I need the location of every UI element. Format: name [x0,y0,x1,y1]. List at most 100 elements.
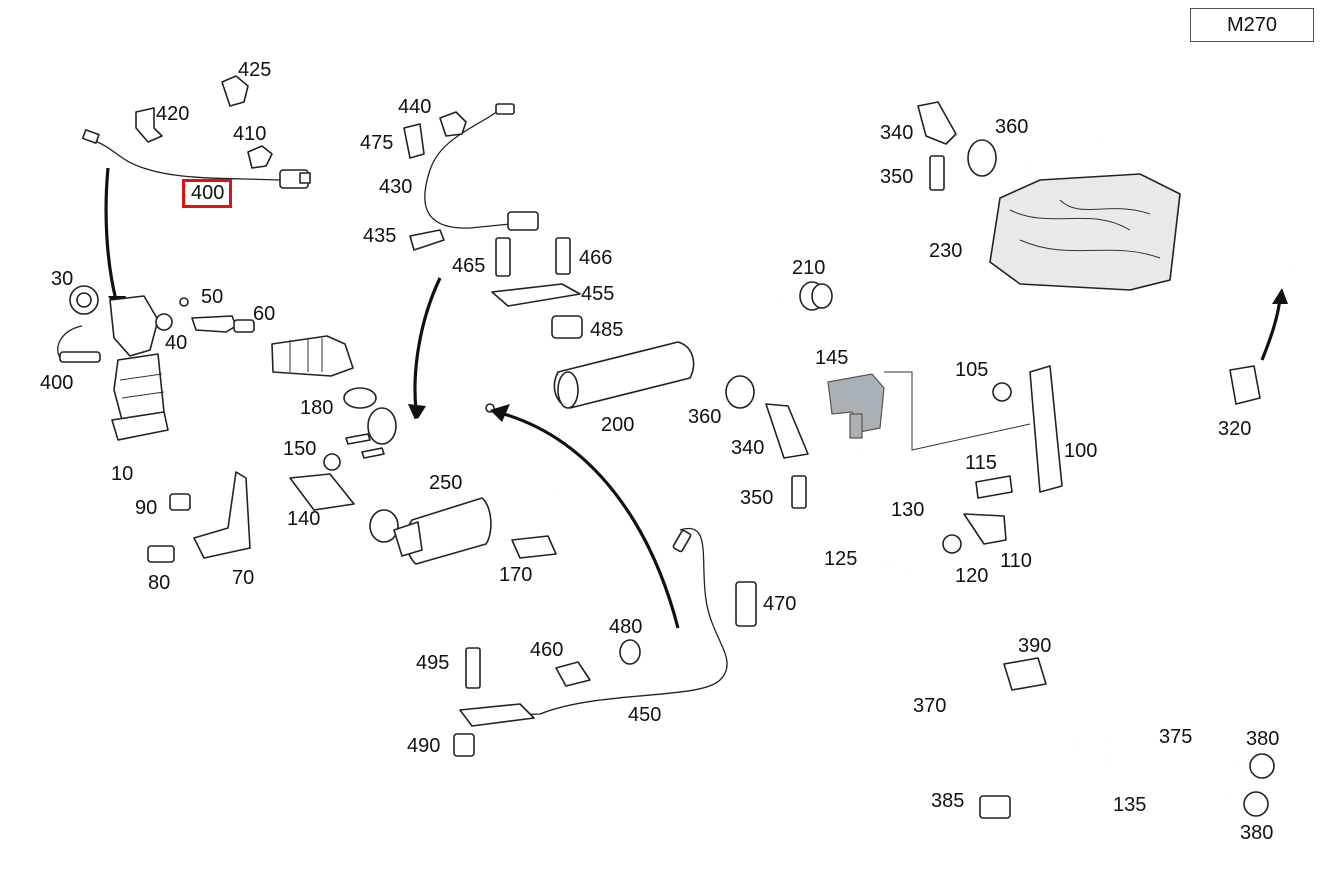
label-250[interactable]: 250 [429,472,463,494]
hose-135[interactable] [1105,755,1231,808]
bracket-100[interactable] [1029,365,1063,493]
nox-sensor-wire-430[interactable] [424,103,539,231]
bolt-466[interactable] [555,237,571,275]
bracket-50[interactable] [179,297,237,333]
nut-105[interactable] [992,382,1012,402]
gasket-30[interactable] [69,285,99,315]
label-170[interactable]: 170 [499,564,533,586]
gasket-140[interactable] [289,473,355,511]
bolt-80[interactable] [147,545,175,563]
bolt-495[interactable] [465,647,481,689]
clamp-380-lower[interactable] [1243,791,1269,817]
label-475[interactable]: 475 [360,132,394,154]
label-145[interactable]: 145 [815,347,849,369]
label-420[interactable]: 420 [156,103,190,125]
label-490[interactable]: 490 [407,735,441,757]
clamp-180[interactable] [343,387,377,409]
front-pipe-and-middle-muffler[interactable] [388,292,783,436]
bracket-170[interactable] [511,535,557,559]
label-370[interactable]: 370 [913,695,947,717]
label-70[interactable]: 70 [232,567,255,589]
label-150[interactable]: 150 [283,438,317,460]
hanger-340-upper[interactable] [917,101,957,145]
label-125[interactable]: 125 [824,548,858,570]
label-360-upper[interactable]: 360 [995,116,1029,138]
label-210[interactable]: 210 [792,257,826,279]
label-140[interactable]: 140 [287,508,321,530]
label-425[interactable]: 425 [238,59,272,81]
bracket-110[interactable] [963,513,1007,545]
label-460[interactable]: 460 [530,639,564,661]
pipe-370[interactable] [901,570,1078,750]
label-180[interactable]: 180 [300,397,334,419]
bolt-350-upper[interactable] [929,155,945,191]
hose-130-125[interactable] [854,452,894,564]
label-115[interactable]: 115 [965,452,997,474]
stud-60[interactable] [233,319,255,333]
clip-435[interactable] [409,229,445,251]
bolt-465[interactable] [495,237,511,277]
isolator-360-upper[interactable] [967,139,997,177]
clamp-210[interactable] [799,281,833,311]
clip-440[interactable] [439,111,467,137]
label-120[interactable]: 120 [955,565,989,587]
label-410[interactable]: 410 [233,123,267,145]
clip-490[interactable] [453,733,475,757]
label-105[interactable]: 105 [955,359,989,381]
label-380-upper[interactable]: 380 [1246,728,1280,750]
label-40[interactable]: 40 [165,332,188,354]
label-466[interactable]: 466 [579,247,613,269]
clip-480[interactable] [619,639,641,665]
bolt-90[interactable] [169,493,191,511]
label-440[interactable]: 440 [398,96,432,118]
label-390[interactable]: 390 [1018,635,1052,657]
oxygen-sensor-upstream-wire[interactable] [81,129,311,189]
label-360-lower[interactable]: 360 [688,406,722,428]
label-400-lower[interactable]: 400 [40,372,74,394]
label-50[interactable]: 50 [201,286,224,308]
bracket-470[interactable] [735,581,757,627]
label-380-lower[interactable]: 380 [1240,822,1274,844]
label-200[interactable]: 200 [601,414,635,436]
control-unit-455[interactable] [491,283,581,307]
label-100[interactable]: 100 [1064,440,1098,462]
hose-375[interactable] [1106,734,1237,773]
oxygen-sensor-lower[interactable] [57,325,101,363]
label-455[interactable]: 455 [581,283,615,305]
clip-385[interactable] [979,795,1011,819]
catalytic-converter[interactable] [109,295,354,446]
label-470[interactable]: 470 [763,593,797,615]
clip-420[interactable] [135,107,163,143]
label-375[interactable]: 375 [1159,726,1193,748]
bolt-350-lower[interactable] [791,475,807,509]
flange-pipe[interactable] [345,407,397,459]
label-465[interactable]: 465 [452,255,486,277]
nut-40[interactable] [155,313,173,331]
bracket-460[interactable] [555,661,591,687]
clip-320[interactable] [1229,365,1261,405]
bracket-115[interactable] [975,475,1013,499]
bracket-475[interactable] [403,123,425,159]
nut-150[interactable] [323,453,341,471]
clip-425[interactable] [221,75,249,107]
label-320[interactable]: 320 [1218,418,1252,440]
clip-485[interactable] [551,315,583,339]
label-400-selected[interactable]: 400 [182,179,233,208]
label-80[interactable]: 80 [148,572,171,594]
label-450[interactable]: 450 [628,704,662,726]
hanger-340-lower[interactable] [765,403,809,459]
particulate-filter-250[interactable] [369,486,558,565]
label-435[interactable]: 435 [363,225,397,247]
clamp-380-upper[interactable] [1249,753,1275,779]
oxygen-sensor-wire-450[interactable] [459,527,728,727]
label-230[interactable]: 230 [929,240,963,262]
bracket-70[interactable] [193,471,251,559]
label-480[interactable]: 480 [609,616,643,638]
label-110[interactable]: 110 [1000,550,1032,572]
label-60[interactable]: 60 [253,303,276,325]
pressure-sensor-145[interactable] [827,373,885,439]
label-135[interactable]: 135 [1113,794,1147,816]
clip-410[interactable] [247,145,273,169]
isolator-360-lower[interactable] [725,375,755,409]
rear-pipe-and-silencer-230[interactable] [834,136,1295,298]
